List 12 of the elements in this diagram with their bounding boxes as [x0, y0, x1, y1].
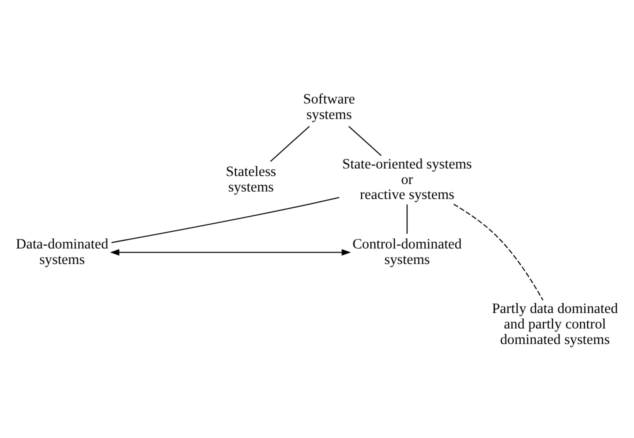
connector: [111, 197, 340, 244]
node-text: State-oriented systems or reactive systems: [342, 156, 472, 204]
connector: [453, 204, 544, 301]
arrow: [110, 249, 351, 256]
node-text: Partly data dominated and partly control dominated systems: [492, 301, 618, 348]
node-text: Control-dominated systems: [352, 236, 462, 268]
connector: [348, 126, 382, 156]
connector: [270, 126, 310, 162]
connector: [406, 204, 408, 234]
node-text: Data-dominated systems: [16, 236, 108, 268]
node-text: Software systems: [303, 92, 355, 124]
node-text: Stateless systems: [226, 164, 276, 196]
